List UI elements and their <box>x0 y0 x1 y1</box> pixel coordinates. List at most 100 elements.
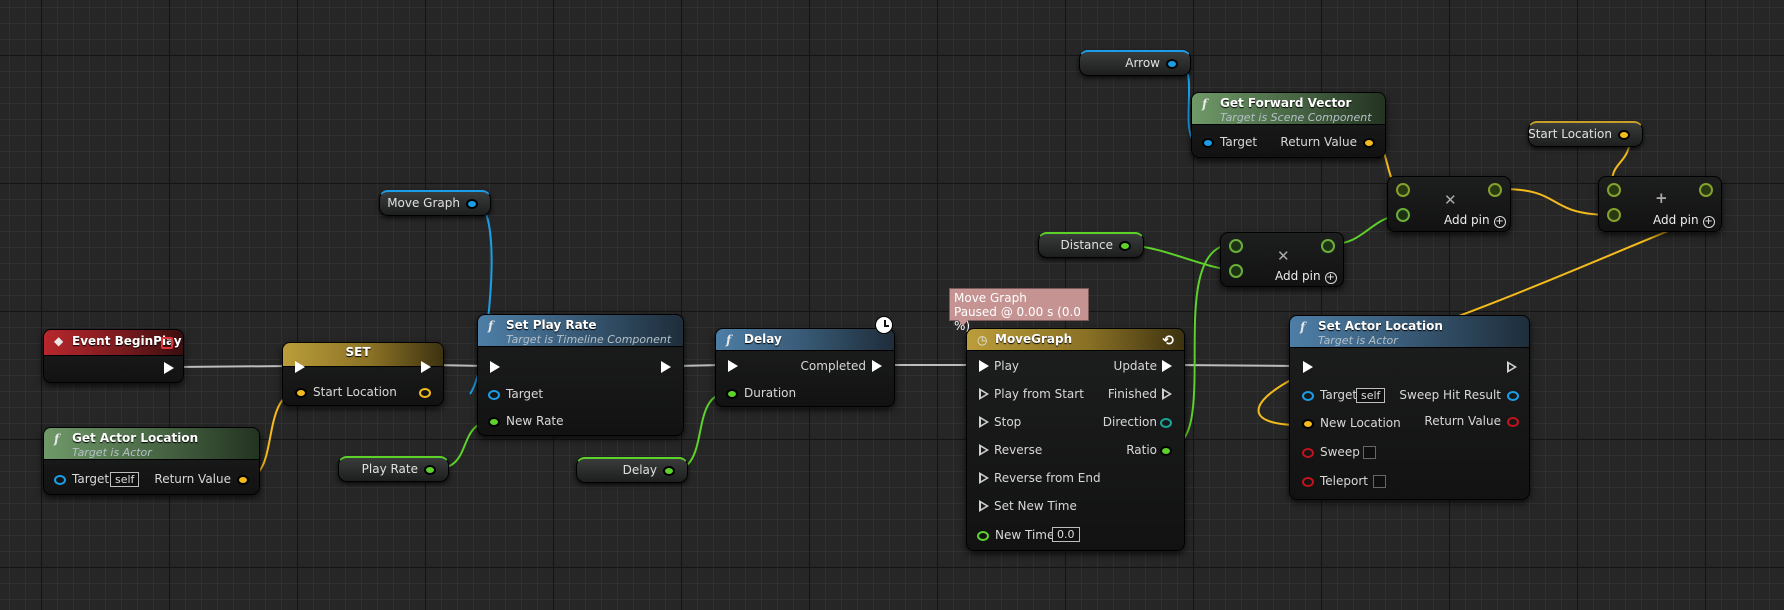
node-header: f Set Play Rate Target is Timeline Compo… <box>478 315 683 347</box>
add-pin-label: Add pin <box>1653 213 1699 227</box>
get-forward-vector-node[interactable]: f Get Forward Vector Target is Scene Com… <box>1191 92 1386 158</box>
reverse-exec-pin[interactable] <box>979 444 989 456</box>
delay-variable[interactable]: Delay <box>576 457 688 483</box>
move-graph-variable[interactable]: Move Graph <box>379 190 491 216</box>
multiply-b-pin[interactable] <box>1229 264 1243 278</box>
loop-icon: ⟲ <box>1162 333 1174 349</box>
add-pin-label: Add pin <box>1275 269 1321 283</box>
ratio-pin[interactable] <box>1160 446 1172 456</box>
exec-in-pin[interactable] <box>295 361 305 373</box>
return-value-pin[interactable] <box>1363 138 1375 148</box>
get-actor-location-node[interactable]: f Get Actor Location Target is Actor Tar… <box>43 427 260 495</box>
target-label: Target <box>1320 388 1358 402</box>
exec-out-pin[interactable] <box>661 361 671 373</box>
duration-pin[interactable] <box>726 389 738 399</box>
teleport-checbox[interactable] <box>1373 475 1386 488</box>
exec-out-pin[interactable] <box>1507 361 1517 373</box>
add-a-pin[interactable] <box>1607 183 1621 197</box>
direction-pin[interactable] <box>1160 418 1172 428</box>
event-header: ◆ Event BeginPlay <box>44 330 183 356</box>
update-exec-pin[interactable] <box>1162 360 1172 372</box>
multiply-a-pin[interactable] <box>1229 239 1243 253</box>
delay-out-pin[interactable] <box>663 466 675 476</box>
return-value-label: Return Value <box>1424 414 1501 428</box>
start-location-variable[interactable]: Start Location <box>1528 121 1643 147</box>
reverse-from-end-exec-pin[interactable] <box>979 472 989 484</box>
play-from-start-exec-pin[interactable] <box>979 388 989 400</box>
new-rate-pin[interactable] <box>488 417 500 427</box>
arrow-variable[interactable]: Arrow <box>1079 50 1191 76</box>
play-rate-out-pin[interactable] <box>424 465 436 475</box>
set-actor-location-node[interactable]: f Set Actor Location Target is Actor Tar… <box>1289 315 1530 500</box>
function-icon: f <box>488 319 494 333</box>
play-exec-pin[interactable] <box>979 360 989 372</box>
set-play-rate-node[interactable]: f Set Play Rate Target is Timeline Compo… <box>477 314 684 436</box>
multiply-a-pin[interactable] <box>1396 183 1410 197</box>
update-label: Update <box>1113 359 1157 373</box>
add-pin-label: Add pin <box>1444 213 1490 227</box>
delay-node[interactable]: f Delay Completed Duration <box>715 328 895 407</box>
add-pin-button[interactable]: Add pin+ <box>1653 213 1715 228</box>
node-header: f Get Forward Vector Target is Scene Com… <box>1192 93 1385 125</box>
new-location-pin[interactable] <box>1302 419 1314 429</box>
event-begin-play-node[interactable]: ◆ Event BeginPlay <box>43 329 184 383</box>
node-title: Get Forward Vector <box>1220 96 1352 110</box>
start-location-in-pin[interactable] <box>295 388 307 398</box>
stop-exec-pin[interactable] <box>979 416 989 428</box>
arrow-out-pin[interactable] <box>1166 59 1178 69</box>
multiply-b-pin[interactable] <box>1396 208 1410 222</box>
exec-out-pin[interactable] <box>421 361 431 373</box>
finished-exec-pin[interactable] <box>1162 388 1172 400</box>
play-rate-variable[interactable]: Play Rate <box>338 456 449 482</box>
node-header: f Get Actor Location Target is Actor <box>44 428 259 460</box>
sweep-hit-result-pin[interactable] <box>1507 391 1519 401</box>
teleport-pin[interactable] <box>1302 477 1314 487</box>
multiply-result-pin[interactable] <box>1321 239 1335 253</box>
function-icon: f <box>1300 320 1306 334</box>
start-location-out-pin[interactable] <box>1618 130 1630 140</box>
start-location-out-pin[interactable] <box>419 388 431 398</box>
add-b-pin[interactable] <box>1607 208 1621 222</box>
target-pin[interactable] <box>1202 138 1214 148</box>
target-self-field[interactable]: self <box>110 472 140 487</box>
add-pin-button[interactable]: Add pin+ <box>1275 269 1337 284</box>
node-header: f Set Actor Location Target is Actor <box>1290 316 1529 348</box>
exec-in-pin[interactable] <box>1303 361 1313 373</box>
exec-in-pin[interactable] <box>490 361 500 373</box>
new-time-field[interactable]: 0.0 <box>1052 527 1080 542</box>
target-pin[interactable] <box>488 390 500 400</box>
target-label: Target <box>1220 135 1258 149</box>
set-start-location-node[interactable]: SET Start Location <box>282 342 444 406</box>
move-graph-out-pin[interactable] <box>466 199 478 209</box>
reverse-from-end-label: Reverse from End <box>994 471 1101 485</box>
start-location-label: Start Location <box>313 385 397 399</box>
distance-out-pin[interactable] <box>1119 241 1131 251</box>
sweep-pin[interactable] <box>1302 448 1314 458</box>
return-value-pin[interactable] <box>1507 417 1519 427</box>
node-title: MoveGraph <box>995 332 1073 346</box>
target-pin[interactable] <box>1302 391 1314 401</box>
node-subtitle: Target is Actor <box>72 446 152 459</box>
new-time-pin[interactable] <box>977 531 989 541</box>
sweep-checkbox[interactable] <box>1363 446 1376 459</box>
multiply-float-node[interactable]: ✕ Add pin+ <box>1220 232 1344 287</box>
target-pin[interactable] <box>54 475 66 485</box>
add-vector-node[interactable]: + Add pin+ <box>1598 176 1722 232</box>
multiply-result-pin[interactable] <box>1488 183 1502 197</box>
add-pin-button[interactable]: Add pin+ <box>1444 213 1506 228</box>
exec-out-pin[interactable] <box>164 362 174 374</box>
function-icon: f <box>1202 97 1208 111</box>
variable-label: Delay <box>622 463 657 477</box>
return-value-pin[interactable] <box>237 475 249 485</box>
set-new-time-exec-pin[interactable] <box>979 500 989 512</box>
completed-exec-pin[interactable] <box>872 360 882 372</box>
add-result-pin[interactable] <box>1699 183 1713 197</box>
reverse-label: Reverse <box>994 443 1043 457</box>
node-subtitle: Target is Scene Component <box>1220 111 1372 124</box>
exec-in-pin[interactable] <box>728 360 738 372</box>
timeline-movegraph-node[interactable]: ◷ MoveGraph ⟲ Play Play from Start Stop … <box>966 328 1185 551</box>
multiply-vector-node[interactable]: ✕ Add pin+ <box>1387 176 1511 232</box>
target-self-field[interactable]: self <box>1356 388 1386 403</box>
distance-variable[interactable]: Distance <box>1038 232 1144 258</box>
